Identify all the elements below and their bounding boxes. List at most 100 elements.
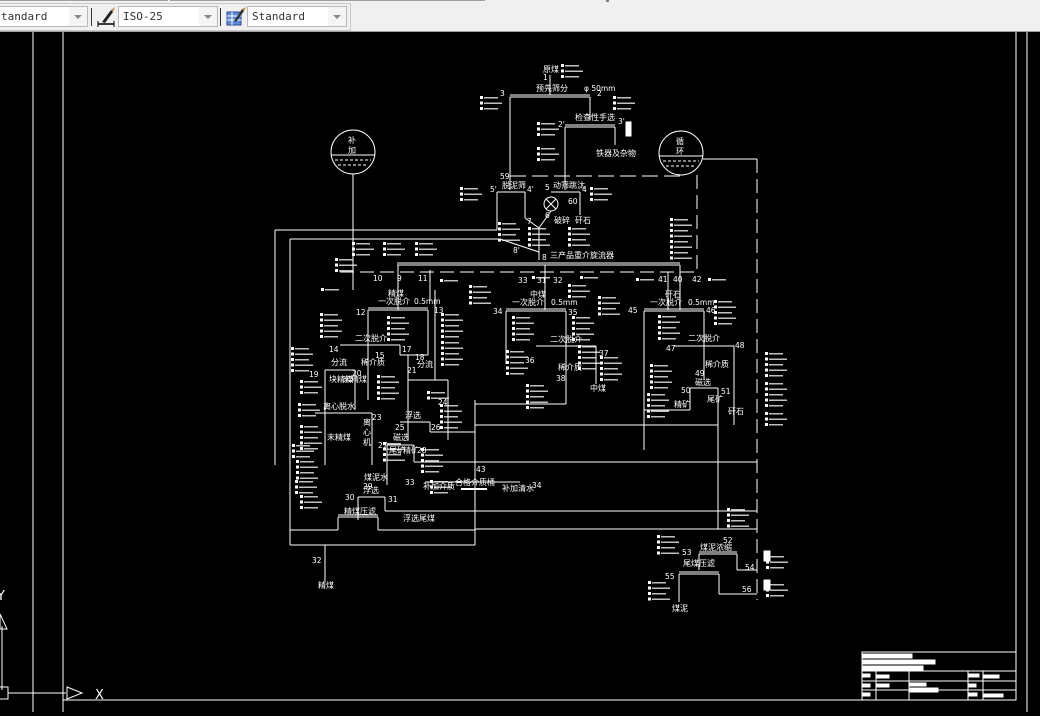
annotation-text: [304, 496, 318, 498]
text-style-select[interactable]: tandard: [0, 6, 88, 27]
node-label: 29: [363, 482, 373, 491]
node-label: 55: [665, 572, 675, 581]
annotation-text: [302, 409, 320, 411]
annotation-mark: [658, 320, 661, 324]
table-style-value: Standard: [252, 10, 305, 23]
annotation-mark: [708, 278, 711, 281]
annotation-mark: [291, 358, 294, 361]
node-label: 43: [476, 465, 486, 474]
annotation-text: [387, 448, 405, 450]
annotation-mark: [291, 352, 294, 356]
drawing-canvas[interactable]: X Y 原煤 1 预先筛分 φ 50mm: [0, 32, 1040, 712]
annotation-text: [295, 364, 313, 366]
chevron-down-icon[interactable]: [328, 7, 346, 26]
annotation-text: [532, 228, 546, 230]
annotation-mark: [321, 288, 324, 291]
annotation-mark: [506, 355, 509, 359]
annotation-mark: [440, 415, 443, 418]
annotation-text: [651, 399, 669, 401]
label-gangue-out: 矸石: [728, 407, 744, 416]
annotation-mark: [526, 400, 529, 404]
label-mm: 0.5mm: [414, 297, 441, 306]
label-tail-press: 尾煤压滤: [683, 558, 715, 568]
table-style-select[interactable]: Standard: [247, 6, 347, 27]
annotation-mark: [383, 453, 386, 456]
annotation-text: [532, 233, 550, 235]
annotation-text: [654, 376, 668, 378]
node-label: 14: [329, 345, 339, 354]
annotation-text: [652, 598, 670, 600]
annotation-mark: [590, 192, 593, 196]
annotation-text: [484, 102, 502, 104]
annotation-mark: [440, 426, 443, 429]
annotation-mark: [480, 96, 483, 99]
annotation-mark: [670, 218, 673, 221]
chevron-down-icon[interactable]: [69, 7, 87, 26]
node-label: 40: [673, 275, 683, 284]
annotation-mark: [598, 312, 601, 316]
process-flowsheet: 原煤 1 预先筛分 φ 50mm 3 2 检查性手选 2' 3' 铁器及杂物 补…: [274, 64, 788, 613]
node-label: 33: [518, 276, 528, 285]
annotation-text: [304, 381, 318, 383]
annotation-mark: [300, 425, 303, 428]
node-label: 15: [375, 351, 385, 360]
annotation-mark: [320, 313, 323, 316]
annotation-mark: [387, 332, 390, 336]
annotation-text: [425, 471, 439, 473]
chevron-down-icon[interactable]: [199, 7, 217, 26]
annotation-text: [425, 454, 443, 456]
annotation-text: [769, 353, 783, 355]
annotation-text: [516, 328, 530, 330]
annotation-text: [419, 248, 437, 250]
node-label: 48: [735, 341, 745, 350]
dim-style-select[interactable]: ISO-25: [118, 6, 218, 27]
annotation-text: [304, 426, 318, 428]
annotation-mark: [714, 316, 717, 320]
annotation-text: [582, 357, 596, 359]
label-mm: 0.5mm: [551, 298, 578, 307]
annotation-mark: [532, 276, 535, 279]
annotation-mark: [498, 222, 501, 225]
label-jig: 动筛跳汰: [553, 180, 585, 190]
table-style-icon[interactable]: [225, 6, 247, 28]
annotation-mark: [765, 404, 768, 407]
label-filter-press: 精煤压滤: [344, 506, 376, 516]
annotation-mark: [320, 324, 323, 327]
label-flotation: 浮选: [405, 410, 421, 420]
label-fine-clean: 末精煤: [327, 432, 351, 442]
dimension-style-icon[interactable]: [96, 6, 118, 28]
node-label: 8': [513, 246, 520, 255]
annotation-text: [304, 431, 322, 433]
annotation-text: [604, 373, 622, 375]
dim-style-value: ISO-25: [123, 10, 163, 23]
annotation-mark: [300, 436, 303, 439]
annotation-mark: [430, 491, 433, 494]
annotation-text: [661, 552, 679, 554]
annotation-mark: [512, 316, 515, 319]
annotation-mark: [469, 296, 472, 299]
node-label: 32: [553, 276, 563, 285]
annotation-mark: [460, 187, 463, 190]
annotation-text: [674, 235, 692, 237]
annotation-mark: [292, 444, 295, 447]
label-mag-sep: 磁选: [695, 377, 711, 387]
annotation-text: [484, 97, 498, 99]
annotation-mark: [415, 253, 418, 256]
annotation-mark: [572, 338, 575, 341]
label-float-tail: 浮选尾煤: [403, 513, 435, 523]
annotation-text: [516, 339, 530, 341]
annotation-text: [444, 416, 458, 418]
annotation-mark: [590, 198, 593, 201]
annotation-mark: [528, 238, 531, 241]
annotation-mark: [526, 406, 529, 409]
annotation-mark: [600, 378, 603, 381]
annotation-text: [300, 461, 314, 463]
node-label: 52: [723, 536, 733, 545]
annotation-text: [445, 336, 459, 338]
annotation-mark: [441, 335, 444, 338]
annotation-mark: [657, 535, 660, 538]
annotation-mark: [512, 338, 515, 341]
annotation-text: [445, 364, 459, 366]
annotation-text: [304, 501, 322, 503]
annotation-mark: [298, 403, 301, 406]
